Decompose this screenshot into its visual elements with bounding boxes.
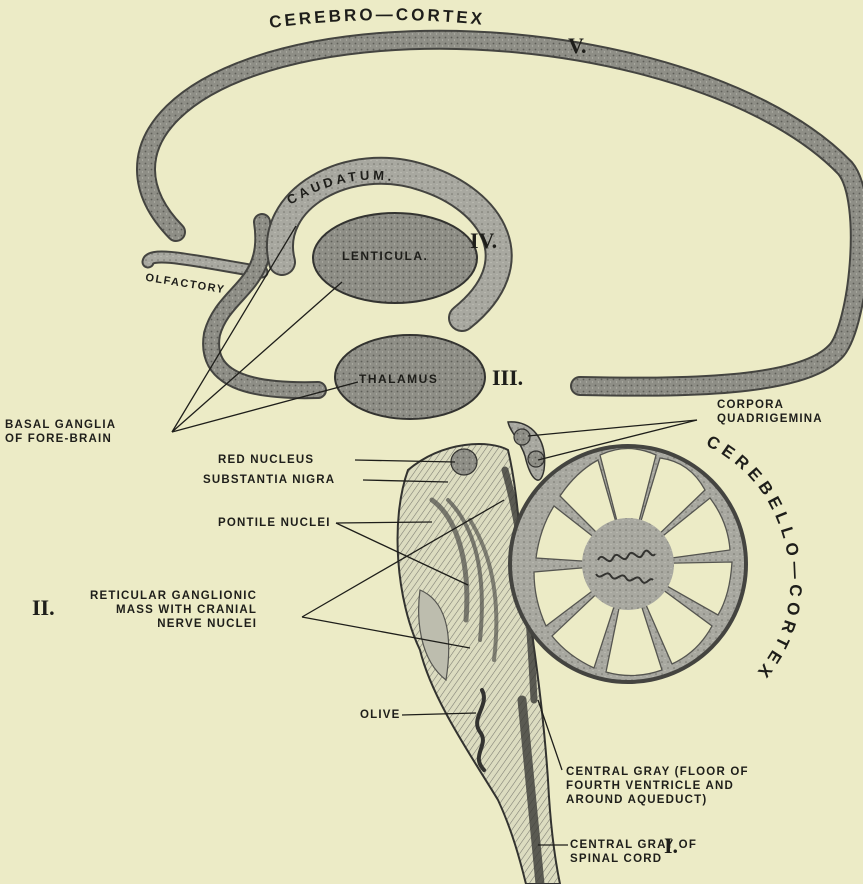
reticular-mass-label: RETICULAR GANGLIONIC MASS WITH CRANIAL N… — [90, 589, 257, 631]
forebrain-lower-loop — [211, 222, 318, 390]
olfactory-bulb — [148, 257, 262, 272]
thalamus-label: THALAMUS — [359, 372, 438, 386]
corpora-quadrigemina-label: CORPORA QUADRIGEMINA — [717, 398, 823, 426]
level-ii-numeral: II. — [32, 595, 55, 621]
substantia-nigra-label: SUBSTANTIA NIGRA — [203, 473, 335, 487]
cerebral-cortex-band — [146, 40, 860, 387]
level-iii-numeral: III. — [492, 365, 523, 391]
basal-ganglia-label: BASAL GANGLIA OF FORE-BRAIN — [5, 418, 116, 446]
cerebro-cortex-label: CEREBRO—CORTEX — [268, 5, 486, 32]
corpora-quadrigemina-shape — [508, 422, 545, 480]
level-v-numeral: V. — [568, 33, 587, 59]
central-gray-fourth-ventricle-label: CENTRAL GRAY (FLOOR OF FOURTH VENTRICLE … — [566, 765, 749, 807]
pontile-nuclei-label: PONTILE NUCLEI — [218, 516, 331, 530]
level-iv-numeral: IV. — [470, 228, 497, 254]
red-nucleus-label: RED NUCLEUS — [218, 453, 314, 467]
cerebellum — [508, 444, 748, 684]
lenticula-label: LENTICULA. — [342, 249, 428, 263]
central-gray-spinal-cord-label: CENTRAL GRAY OF SPINAL CORD — [570, 838, 697, 866]
olive-label: OLIVE — [360, 708, 401, 722]
